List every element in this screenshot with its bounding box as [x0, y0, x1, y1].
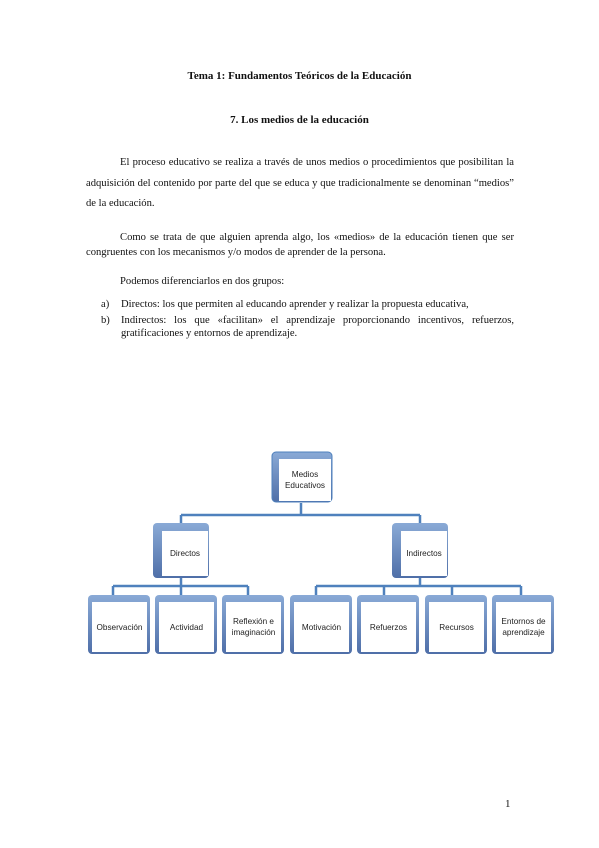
- node-label: Motivación: [301, 622, 342, 632]
- diagram-boxes: [88, 451, 554, 654]
- node-observacion: Observación: [92, 602, 147, 652]
- node-label: Recursos: [439, 622, 474, 632]
- node-directos: Directos: [162, 531, 208, 576]
- node-reflexion: Reflexión e imaginación: [226, 602, 281, 652]
- node-entornos: Entornos de aprendizaje: [496, 602, 551, 652]
- diagram-connectors: [111, 503, 523, 596]
- node-motivacion: Motivación: [294, 602, 349, 652]
- node-label: Directos: [169, 549, 201, 558]
- document-title: Tema 1: Fundamentos Teóricos de la Educa…: [187, 70, 412, 82]
- page-number: 1: [505, 798, 511, 810]
- section-title: 7. Los medios de la educación: [230, 114, 369, 126]
- list-item: b) Indirectos: los que «facilitan» el ap…: [86, 314, 514, 341]
- list-marker: b): [101, 314, 110, 326]
- paragraph-congruence: Como se trata de que alguien aprenda alg…: [86, 232, 514, 258]
- node-recursos: Recursos: [429, 602, 484, 652]
- node-root: Medios Educativos: [279, 459, 331, 501]
- node-label: Refuerzos: [369, 622, 408, 632]
- node-refuerzos: Refuerzos: [361, 602, 416, 652]
- list-item: a) Directos: los que permiten al educand…: [86, 298, 514, 312]
- list-marker: a): [101, 299, 110, 310]
- node-label: Indirectos: [406, 549, 442, 558]
- node-label: Observación: [96, 622, 143, 632]
- groups-list: a) Directos: los que permiten al educand…: [86, 298, 514, 343]
- paragraph-intro: El proceso educativo se realiza a través…: [86, 157, 514, 209]
- node-label: Reflexión e imaginación: [231, 617, 276, 637]
- list-item-text: Directos: los que permiten al educando a…: [121, 299, 469, 310]
- node-actividad: Actividad: [159, 602, 214, 652]
- node-indirectos: Indirectos: [401, 531, 447, 576]
- list-item-text: Indirectos: los que «facilitan» el apren…: [121, 314, 514, 340]
- node-label: Actividad: [169, 622, 204, 632]
- node-label: Medios Educativos: [284, 470, 326, 490]
- node-label: Entornos de aprendizaje: [501, 617, 546, 637]
- paragraph-groups: Podemos diferenciarlos en dos grupos:: [120, 276, 285, 287]
